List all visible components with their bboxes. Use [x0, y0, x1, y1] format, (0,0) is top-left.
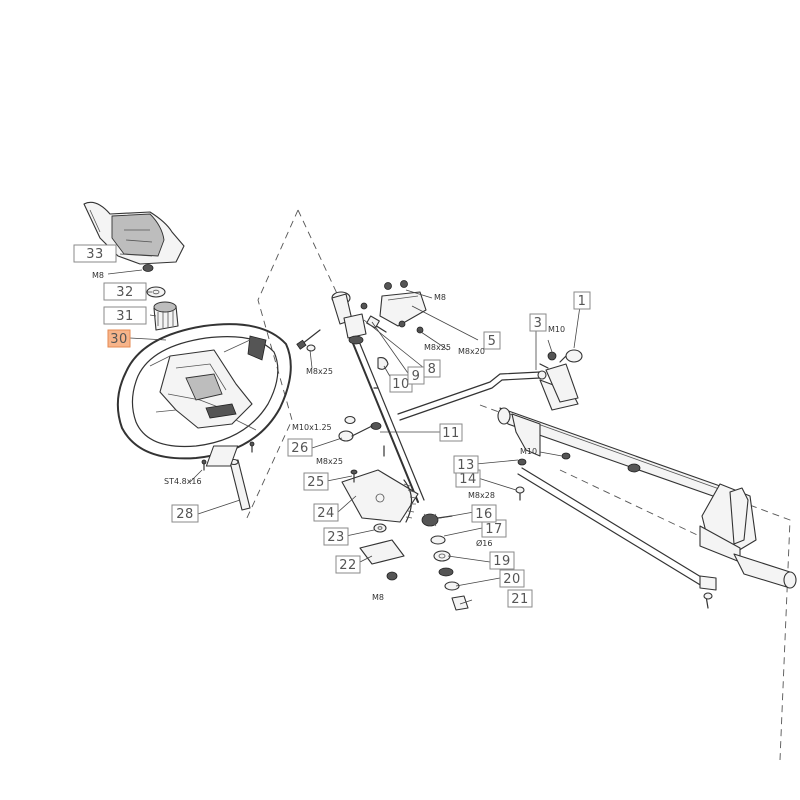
callout-19: 19 [489, 551, 515, 570]
callout-33: 33 [73, 244, 117, 263]
callout-25: 25 [303, 472, 329, 491]
callout-28: 28 [171, 504, 199, 523]
label-m10-mid: M10 [520, 447, 537, 456]
callout-26: 26 [287, 438, 313, 457]
callout-17: 17 [481, 519, 507, 538]
svg-text:5: 5 [488, 334, 497, 349]
svg-text:31: 31 [116, 309, 134, 324]
callout-20: 20 [499, 569, 525, 588]
svg-text:21: 21 [511, 592, 529, 607]
label-m8-bracket: M8 [434, 293, 446, 302]
steering-shaft [331, 291, 425, 503]
tie-rod-lower [515, 458, 717, 609]
mounting-bracket-5 [360, 280, 427, 334]
callout-22: 22 [335, 555, 361, 574]
label-m8x20: M8x20 [458, 347, 485, 356]
svg-text:22: 22 [339, 558, 357, 573]
svg-text:30: 30 [110, 332, 128, 347]
svg-text:28: 28 [176, 507, 194, 522]
svg-text:19: 19 [493, 554, 511, 569]
bushing-parts [366, 315, 389, 370]
callout-30: 30 [107, 329, 131, 348]
callout-1: 1 [573, 291, 591, 310]
svg-text:24: 24 [317, 506, 335, 521]
callout-8: 8 [423, 359, 441, 378]
svg-text:13: 13 [457, 458, 475, 473]
callout-24: 24 [313, 503, 339, 522]
svg-text:3: 3 [534, 316, 543, 331]
svg-text:23: 23 [327, 530, 345, 545]
svg-text:17: 17 [485, 522, 503, 537]
svg-text:9: 9 [412, 369, 421, 384]
bolt-m8x25-left [296, 329, 321, 352]
label-m10-top: M10 [548, 325, 565, 334]
callout-14: 14 [455, 469, 481, 488]
label-st48x16: ST4.8x16 [164, 477, 202, 486]
svg-text:1: 1 [578, 294, 587, 309]
label-m8x25-a: M8x25 [424, 343, 451, 352]
callout-16: 16 [471, 504, 497, 523]
callout-10: 10 [389, 374, 413, 393]
svg-text:20: 20 [503, 572, 521, 587]
callout-21: 21 [507, 589, 533, 608]
label-m8x28: M8x28 [468, 491, 495, 500]
svg-text:11: 11 [442, 426, 460, 441]
steering-tube-28 [229, 458, 251, 511]
label-m8x25-b: M8x25 [306, 367, 333, 376]
steering-wheel [116, 323, 292, 460]
washer-32 [146, 286, 166, 298]
label-o16: Ø16 [476, 538, 492, 548]
svg-text:10: 10 [392, 377, 410, 392]
steering-sector-24 [205, 445, 419, 523]
svg-text:25: 25 [307, 475, 325, 490]
svg-text:8: 8 [428, 362, 437, 377]
callout-13: 13 [453, 455, 479, 474]
cover-nut [142, 264, 154, 272]
callout-23: 23 [323, 527, 349, 546]
callout-31: 31 [103, 306, 147, 325]
label-m8-top: M8 [92, 271, 104, 280]
steering-adapter-31 [153, 301, 179, 331]
washers-19-20-21 [430, 535, 469, 611]
callout-32: 32 [103, 282, 147, 301]
svg-text:16: 16 [475, 507, 493, 522]
screw-st48 [201, 441, 255, 471]
bolt-m10-26 [338, 415, 373, 442]
svg-text:32: 32 [116, 285, 134, 300]
hardware-labels: M8 ST4.8x16 M8 M8x25 M8x20 M8x25 M10x1.2… [92, 271, 565, 602]
callout-9: 9 [407, 366, 425, 385]
front-axle [497, 379, 797, 589]
callout-11: 11 [439, 423, 463, 442]
lower-plate-22-23 [359, 523, 405, 581]
svg-text:14: 14 [459, 472, 477, 487]
callout-3: 3 [529, 313, 547, 332]
label-m8-bottom: M8 [372, 593, 384, 602]
svg-text:33: 33 [86, 247, 104, 262]
pinion-gear-16 [421, 513, 453, 527]
label-m10x125: M10x1.25 [292, 423, 332, 432]
tie-rod-upper [397, 370, 547, 421]
label-m8x25-c: M8x25 [316, 457, 343, 466]
callout-5: 5 [483, 331, 501, 350]
svg-text:26: 26 [291, 441, 309, 456]
leader-lines [107, 253, 581, 605]
steering-cover [83, 201, 185, 265]
